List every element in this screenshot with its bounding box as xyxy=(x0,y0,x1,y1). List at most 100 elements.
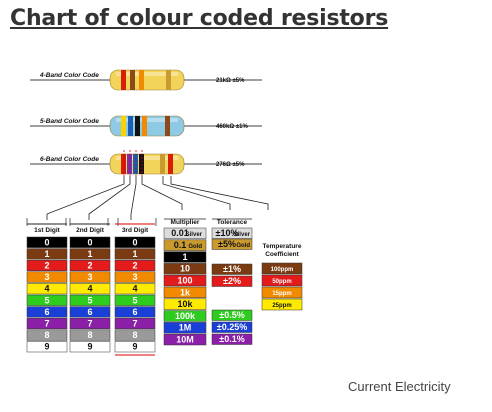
tolerance-cell xyxy=(211,238,253,250)
digit-value: 7 xyxy=(44,319,49,329)
digit-value: 2 xyxy=(44,261,49,271)
multiplier-value: 1M xyxy=(179,323,192,333)
resistor-value: 460kΩ ±1% xyxy=(216,124,248,130)
multiplier-value: 0.1 xyxy=(174,240,187,250)
multiplier-note: Gold xyxy=(188,244,202,250)
digit-cell xyxy=(26,294,68,306)
multiplier-cell xyxy=(163,239,207,251)
digit-value: 5 xyxy=(87,295,92,305)
digit-cell xyxy=(114,329,156,341)
digit-cell xyxy=(26,236,68,248)
temperature-cell xyxy=(261,262,303,275)
multiplier-cell xyxy=(163,286,207,299)
tolerance-note: Gold xyxy=(236,243,250,249)
digit-cell xyxy=(69,306,111,318)
column-header: Coefficient xyxy=(265,251,299,258)
digit-cell xyxy=(114,317,156,330)
digit-cell xyxy=(114,306,156,318)
digit-value: 7 xyxy=(87,319,92,329)
tolerance-value: ±0.5% xyxy=(219,310,244,320)
digit-cell xyxy=(114,259,156,272)
multiplier-value: 10M xyxy=(176,335,194,345)
digit-value: 2 xyxy=(87,261,92,271)
digit-value: 1 xyxy=(132,249,137,259)
resistor-band xyxy=(121,154,126,174)
column-header: 1st Digit xyxy=(34,227,60,234)
tolerance-value: ±10% xyxy=(216,228,239,238)
tolerance-value: ±0.25% xyxy=(217,322,247,332)
digit-value: 6 xyxy=(44,307,49,317)
multiplier-value: 100k xyxy=(175,311,196,321)
column-header: 2nd Digit xyxy=(76,227,105,234)
resistor-body xyxy=(109,69,185,91)
column-header: Multiplier xyxy=(171,219,200,226)
digit-cell xyxy=(69,329,111,341)
multiplier-cell xyxy=(163,263,207,275)
multiplier-cell xyxy=(163,251,207,263)
resistor-band xyxy=(160,154,165,174)
digit-cell xyxy=(114,294,156,306)
tolerance-cell xyxy=(211,275,253,287)
resistor-band xyxy=(139,154,144,174)
column-header: 3rd Digit xyxy=(122,227,149,234)
resistor-value: 21kΩ ±5% xyxy=(216,78,245,84)
multiplier-value: 0.01 xyxy=(171,228,189,238)
source-caption: Current Electricity xyxy=(348,379,451,394)
temperature-cell xyxy=(261,298,303,311)
temperature-value: 25ppm xyxy=(272,303,291,309)
multiplier-cell xyxy=(163,310,207,322)
multiplier-cell xyxy=(163,274,207,287)
multiplier-cell xyxy=(163,227,207,240)
digit-cell xyxy=(114,248,156,260)
digit-cell xyxy=(26,248,68,260)
resistor-band xyxy=(121,116,126,136)
digit-cell xyxy=(114,271,156,283)
digit-value: 0 xyxy=(87,237,92,247)
tolerance-cell xyxy=(211,309,253,321)
temperature-cell xyxy=(261,274,303,287)
tolerance-cell xyxy=(211,333,253,345)
digit-cell xyxy=(26,306,68,318)
connector-line xyxy=(141,176,183,210)
digit-cell xyxy=(69,341,111,353)
multiplier-value: 1k xyxy=(180,287,191,297)
connector-line xyxy=(88,176,131,220)
tolerance-value: ±2% xyxy=(223,276,241,286)
temperature-value: 15ppm xyxy=(272,291,291,297)
digit-value: 9 xyxy=(132,342,137,352)
connector-line xyxy=(130,176,137,220)
resistor-label: 6-Band Color Code xyxy=(40,156,99,163)
tolerance-value: ±0.1% xyxy=(219,334,244,344)
digit-cell xyxy=(69,294,111,306)
connector-line xyxy=(46,176,125,220)
tolerance-value: ±1% xyxy=(223,264,241,274)
digit-value: 9 xyxy=(44,342,49,352)
tolerance-value: ±5% xyxy=(218,239,236,249)
digit-value: 0 xyxy=(132,237,137,247)
multiplier-cell xyxy=(163,298,207,310)
digit-value: 5 xyxy=(44,295,49,305)
digit-cell xyxy=(69,259,111,272)
resistor-band xyxy=(121,70,126,90)
digit-value: 8 xyxy=(132,330,137,340)
digit-value: 1 xyxy=(44,249,49,259)
digit-value: 9 xyxy=(87,342,92,352)
multiplier-value: 1 xyxy=(182,252,187,262)
resistor-band xyxy=(165,116,170,136)
digit-value: 8 xyxy=(87,330,92,340)
digit-value: 7 xyxy=(132,319,137,329)
digit-value: 3 xyxy=(87,272,92,282)
digit-cell xyxy=(69,271,111,283)
resistor-band xyxy=(166,70,171,90)
multiplier-value: 100 xyxy=(177,276,192,286)
resistor-highlight xyxy=(116,156,178,160)
digit-cell xyxy=(26,283,68,295)
digit-value: 3 xyxy=(132,272,137,282)
digit-cell xyxy=(69,283,111,295)
digit-value: 4 xyxy=(87,284,92,294)
digit-value: 6 xyxy=(87,307,92,317)
multiplier-cell xyxy=(163,333,207,346)
